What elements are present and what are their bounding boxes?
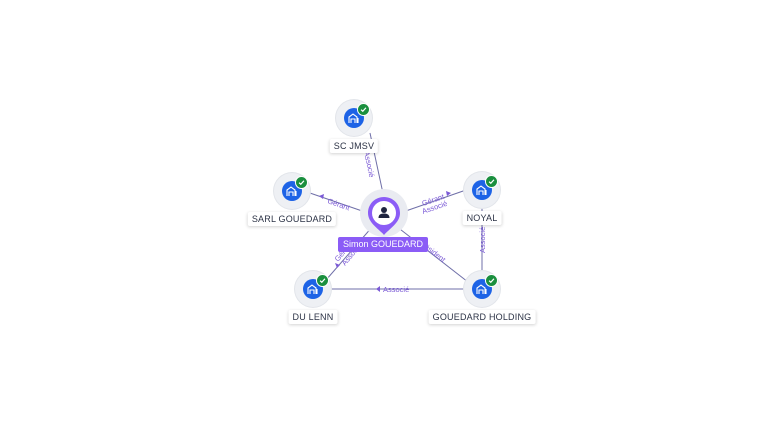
verified-check-icon: [485, 175, 498, 188]
verified-check-icon: [485, 274, 498, 287]
arrow-sarl: [319, 194, 324, 199]
person-icon: [378, 207, 390, 218]
center-node-label[interactable]: Simon GOUEDARD: [338, 237, 429, 252]
node-label: DU LENN: [288, 310, 338, 324]
edge-noyal: [399, 189, 467, 214]
arrow-noyal: [446, 191, 451, 196]
node-label: NOYAL: [462, 211, 502, 225]
edge-dulenn: [325, 225, 374, 281]
edge-holding-center: [395, 225, 469, 283]
edge-label-sarl: Gérant: [326, 196, 351, 212]
node-label: SARL GOUEDARD: [247, 212, 337, 226]
node-label: SC JMSV: [329, 139, 379, 153]
edge-label-holding-noyal: Associé: [478, 227, 487, 253]
arrow-holding-dulenn: [376, 286, 380, 292]
edge-sarl: [306, 191, 369, 214]
verified-check-icon: [357, 103, 370, 116]
center-node-pin[interactable]: [367, 196, 401, 236]
edge-label-holding-dulenn: Associé: [383, 285, 409, 294]
node-label: GOUEDARD HOLDING: [428, 310, 536, 324]
arrow-dulenn: [335, 263, 340, 268]
verified-check-icon: [295, 176, 308, 189]
verified-check-icon: [316, 274, 329, 287]
